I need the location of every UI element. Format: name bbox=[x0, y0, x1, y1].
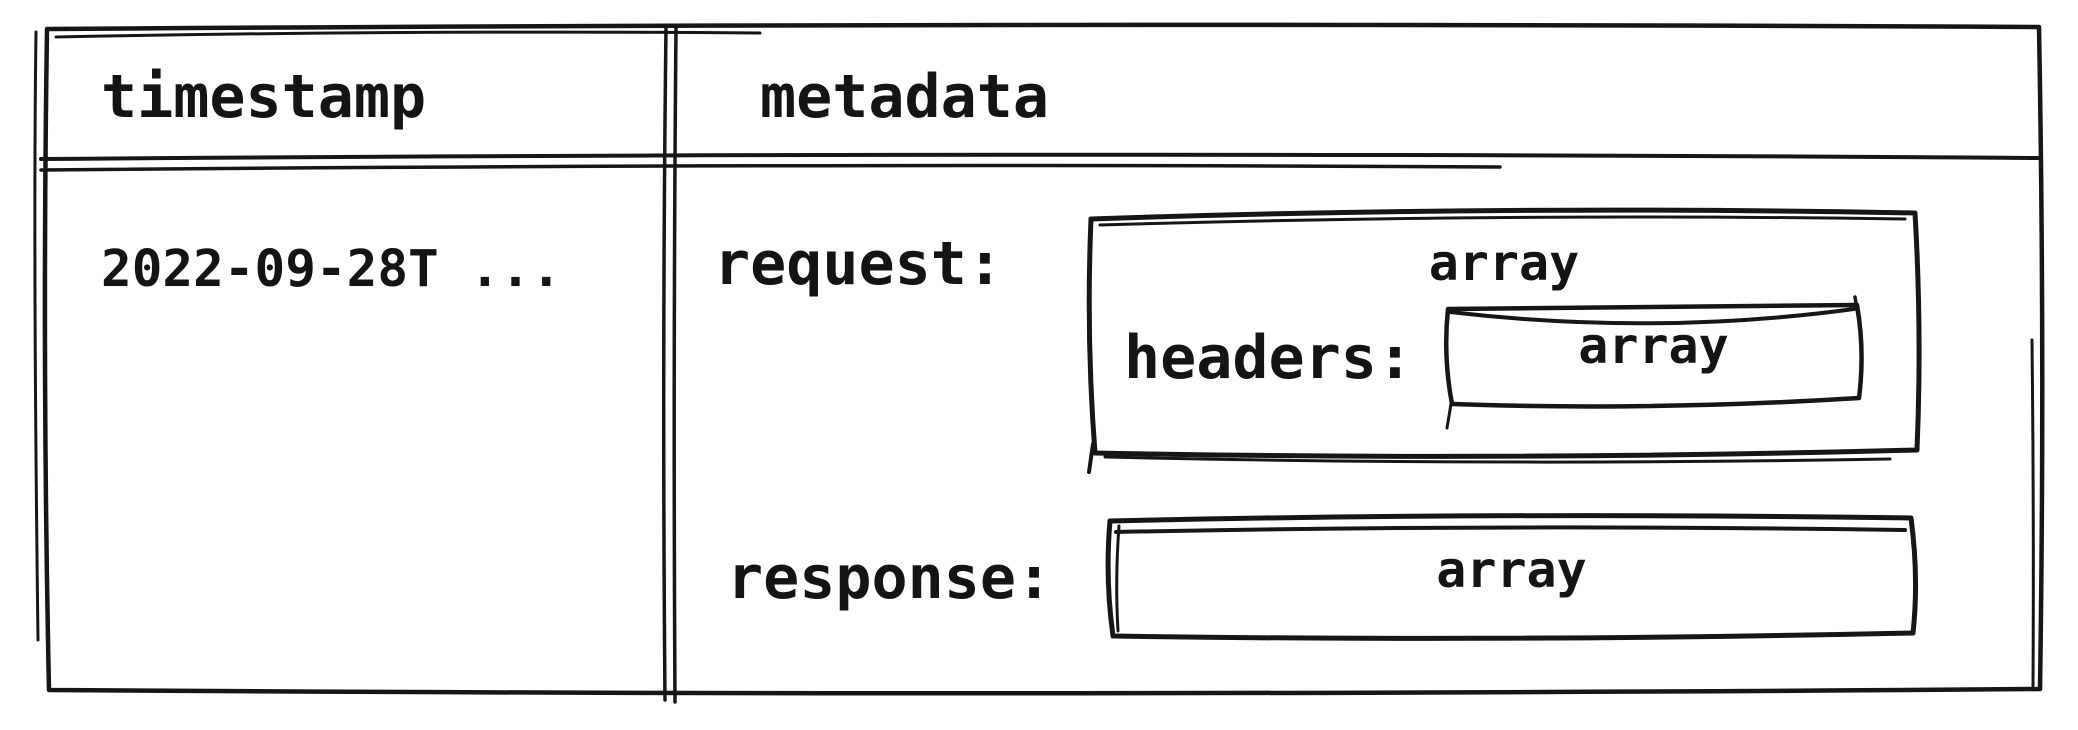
response-array-box bbox=[1105, 513, 1919, 641]
header-divider-line-2 bbox=[39, 163, 1502, 172]
header-divider-line-1 bbox=[39, 152, 2042, 161]
headers-array-box bbox=[1443, 302, 1864, 409]
headers-label: headers: bbox=[1124, 323, 1413, 393]
request-array-box-sketch-top bbox=[1098, 215, 1907, 227]
request-array-box-corner-overshoot bbox=[1087, 442, 1095, 474]
response-array-box-sketch-top bbox=[1114, 525, 1907, 534]
table-border-sketch-left bbox=[33, 30, 40, 642]
column-header-timestamp: timestamp bbox=[101, 62, 427, 132]
table-border-sketch-right bbox=[2030, 338, 2035, 688]
headers-array-box-sketch-top bbox=[1448, 307, 1856, 326]
column-divider-line-2 bbox=[672, 25, 678, 704]
request-array-box-sketch-bottom bbox=[1103, 455, 1892, 464]
headers-array-type-label: array bbox=[1578, 317, 1729, 375]
headers-array-box-corner-tick bbox=[1853, 295, 1861, 323]
column-divider-line-1 bbox=[661, 25, 668, 702]
column-header-metadata: metadata bbox=[760, 62, 1049, 132]
response-array-type-label: array bbox=[1436, 541, 1587, 599]
table-border bbox=[42, 22, 2045, 696]
response-label: response: bbox=[727, 543, 1053, 613]
table-border-sketch-top bbox=[54, 30, 762, 39]
headers-array-box-corner-tail bbox=[1445, 402, 1453, 430]
cell-timestamp-value: 2022-09-28T ... bbox=[101, 240, 562, 299]
response-array-box-sketch-left bbox=[1115, 524, 1121, 633]
request-label: request: bbox=[714, 229, 1003, 299]
request-array-type-label: array bbox=[1428, 234, 1580, 292]
